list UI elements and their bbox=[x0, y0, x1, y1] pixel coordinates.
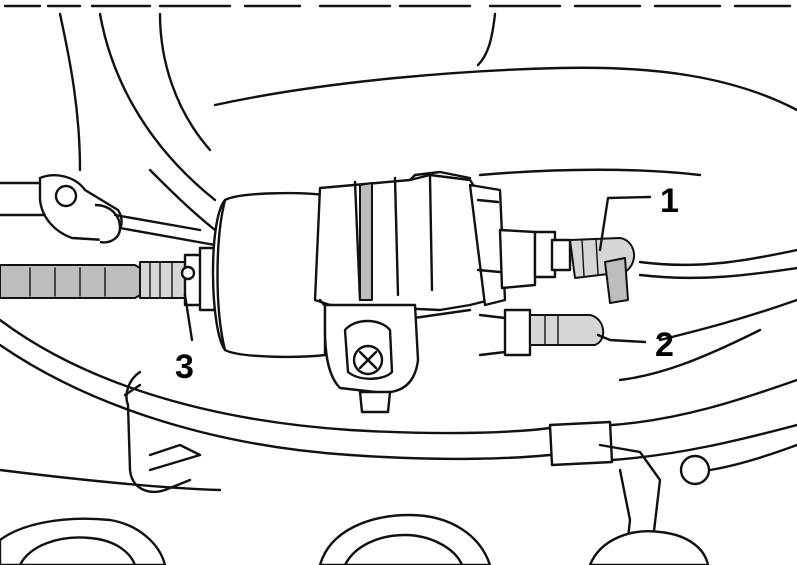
cropped-text-strip bbox=[0, 0, 797, 14]
connector-2 bbox=[478, 308, 605, 357]
floor-details bbox=[0, 443, 797, 565]
callout-3: 3 bbox=[175, 348, 194, 386]
main-hose bbox=[0, 298, 797, 467]
callout-1: 1 bbox=[660, 182, 679, 220]
left-hose-clamp bbox=[0, 174, 217, 247]
leader-2 bbox=[596, 333, 647, 344]
pump-body bbox=[211, 170, 537, 359]
callout-2: 2 bbox=[655, 326, 674, 364]
body-panel-lines bbox=[58, 12, 797, 232]
leader-1 bbox=[598, 195, 652, 252]
connector-1 bbox=[533, 230, 797, 304]
wire-clip bbox=[123, 370, 202, 493]
wiring-loom-left bbox=[0, 246, 222, 312]
leader-3 bbox=[183, 293, 194, 342]
mounting-bracket bbox=[323, 303, 420, 414]
callout-leaders bbox=[183, 195, 652, 344]
